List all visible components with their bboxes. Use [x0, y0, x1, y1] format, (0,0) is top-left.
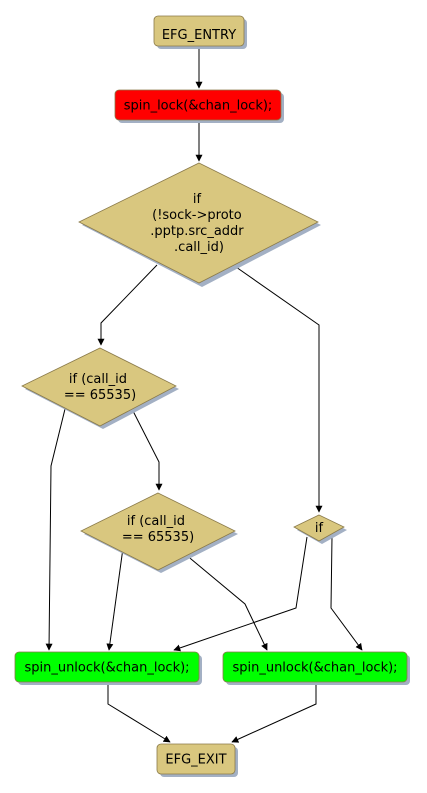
spin-unlock-left-label: spin_unlock(&chan_lock); — [24, 661, 189, 676]
edges — [45, 46, 363, 743]
if-call-id-1-label: if (call_id == 65535) — [64, 372, 136, 403]
edge-if-sock-to-call-id-1 — [97, 264, 158, 346]
edge-call-id-1-to-unlock-left — [45, 408, 66, 651]
if-sock-label: if (!sock->proto .pptp.src_addr .call_id… — [150, 192, 248, 255]
spin-lock-node: spin_lock(&chan_lock); — [114, 89, 284, 123]
if-sock-decision: if (!sock->proto .pptp.src_addr .call_id… — [78, 162, 321, 287]
edge-call-id-1-to-call-id-2 — [131, 408, 163, 491]
edge-call-id-2-to-unlock-left — [106, 547, 124, 651]
spin-lock-label: spin_lock(&chan_lock); — [124, 99, 273, 114]
spin-unlock-right-label: spin_unlock(&chan_lock); — [232, 661, 397, 676]
edge-unlock-left-to-exit — [107, 682, 171, 743]
edge-small-if-to-unlock-left — [173, 536, 308, 652]
if-call-id-decision-1: if (call_id == 65535) — [21, 347, 179, 429]
exit-node: EFG_EXIT — [156, 743, 238, 777]
spin-unlock-left-node: spin_unlock(&chan_lock); — [14, 651, 202, 685]
if-call-id-2-label: if (call_id == 65535) — [122, 514, 194, 545]
edge-unlock-right-to-exit — [231, 682, 317, 743]
exit-label: EFG_EXIT — [165, 753, 226, 768]
entry-label: EFG_ENTRY — [162, 28, 236, 43]
edge-if-sock-to-small-if — [235, 266, 323, 513]
edge-small-if-to-unlock-right — [330, 536, 363, 651]
if-call-id-decision-2: if (call_id == 65535) — [80, 492, 238, 573]
if-small-label: if — [315, 521, 324, 536]
if-small-decision: if — [293, 514, 347, 544]
entry-node: EFG_ENTRY — [153, 15, 247, 49]
edge-call-id-2-to-unlock-right — [184, 553, 268, 651]
spin-unlock-right-node: spin_unlock(&chan_lock); — [222, 651, 410, 685]
